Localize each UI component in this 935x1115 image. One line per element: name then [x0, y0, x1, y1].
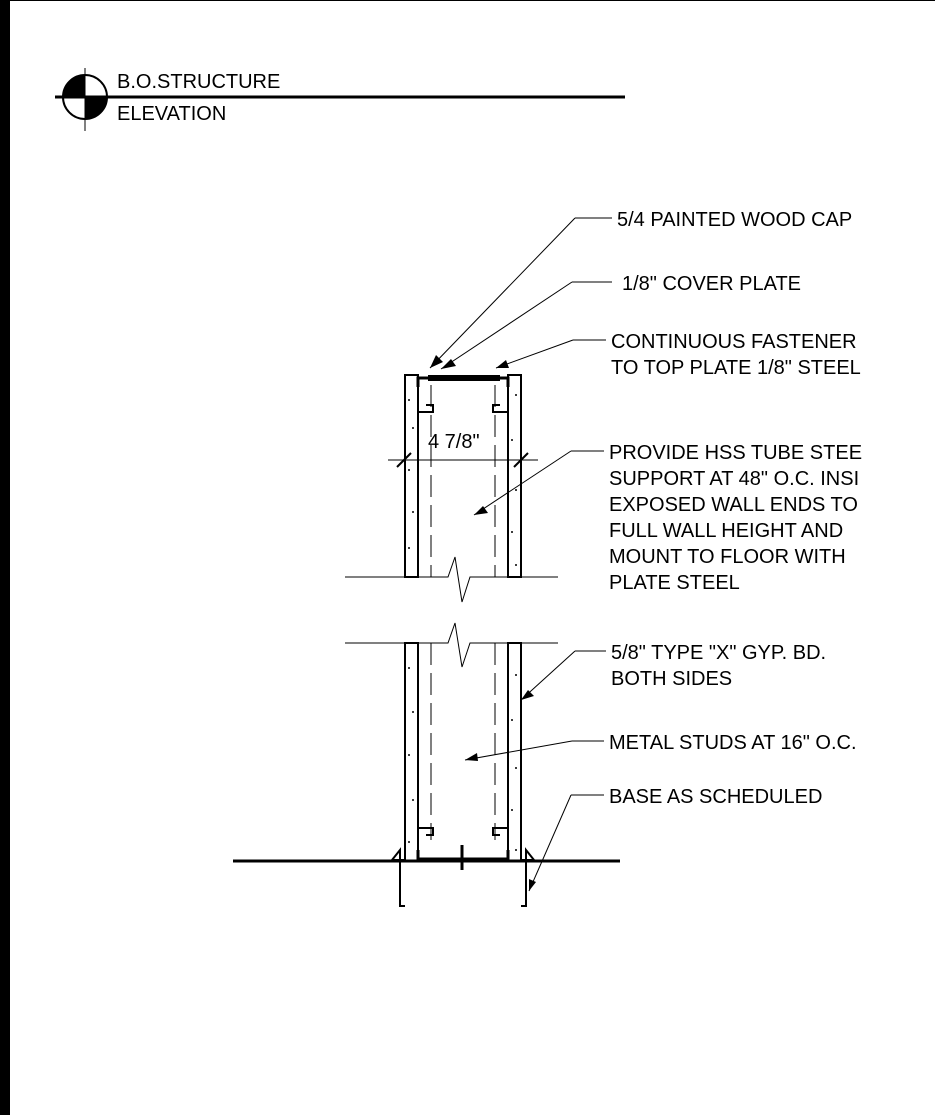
break-line-lower	[345, 622, 558, 668]
callout-metal-studs: METAL STUDS AT 16" O.C.	[609, 732, 857, 754]
callout-fastener-line-2: TO TOP PLATE 1/8" STEEL	[611, 357, 861, 379]
callout-hss-line-1: PROVIDE HSS TUBE STEE	[609, 442, 862, 464]
dimension-label: 4 7/8"	[428, 431, 480, 453]
gyp-board-left-lower	[404, 642, 419, 862]
cover-plate	[428, 375, 500, 381]
callout-hss-line-4: FULL WALL HEIGHT AND	[609, 520, 843, 542]
gyp-board-texture	[408, 394, 517, 851]
callout-fastener-line-1: CONTINUOUS FASTENER	[611, 331, 857, 353]
callout-gyp-line-2: BOTH SIDES	[611, 668, 732, 690]
callout-hss-line-2: SUPPORT AT 48" O.C. INSI	[609, 468, 859, 490]
leader-lines	[429, 217, 612, 892]
elevation-marker: B.O.STRUCTURE ELEVATION	[55, 68, 625, 131]
callout-hss-line-3: EXPOSED WALL ENDS TO	[609, 494, 858, 516]
callout-cover-plate: 1/8" COVER PLATE	[622, 273, 801, 295]
elevation-title: B.O.STRUCTURE	[117, 71, 280, 93]
elevation-subtitle: ELEVATION	[117, 103, 226, 125]
gyp-board-right	[507, 374, 522, 578]
callout-hss-line-6: PLATE STEEL	[609, 572, 740, 594]
lower-wall-segment	[233, 642, 620, 907]
upper-wall-segment: 4 7/8"	[388, 374, 538, 578]
base-left	[389, 847, 405, 907]
callout-wood-cap: 5/4 PAINTED WOOD CAP	[617, 209, 852, 231]
gyp-board-left	[404, 374, 419, 578]
callout-labels: 5/4 PAINTED WOOD CAP 1/8" COVER PLATE CO…	[609, 209, 862, 808]
callout-base: BASE AS SCHEDULED	[609, 786, 822, 808]
callout-gyp-line-1: 5/8" TYPE "X" GYP. BD.	[611, 642, 826, 664]
base-right	[521, 847, 537, 907]
break-line-upper	[345, 556, 558, 603]
callout-hss-line-5: MOUNT TO FLOOR WITH	[609, 546, 846, 568]
